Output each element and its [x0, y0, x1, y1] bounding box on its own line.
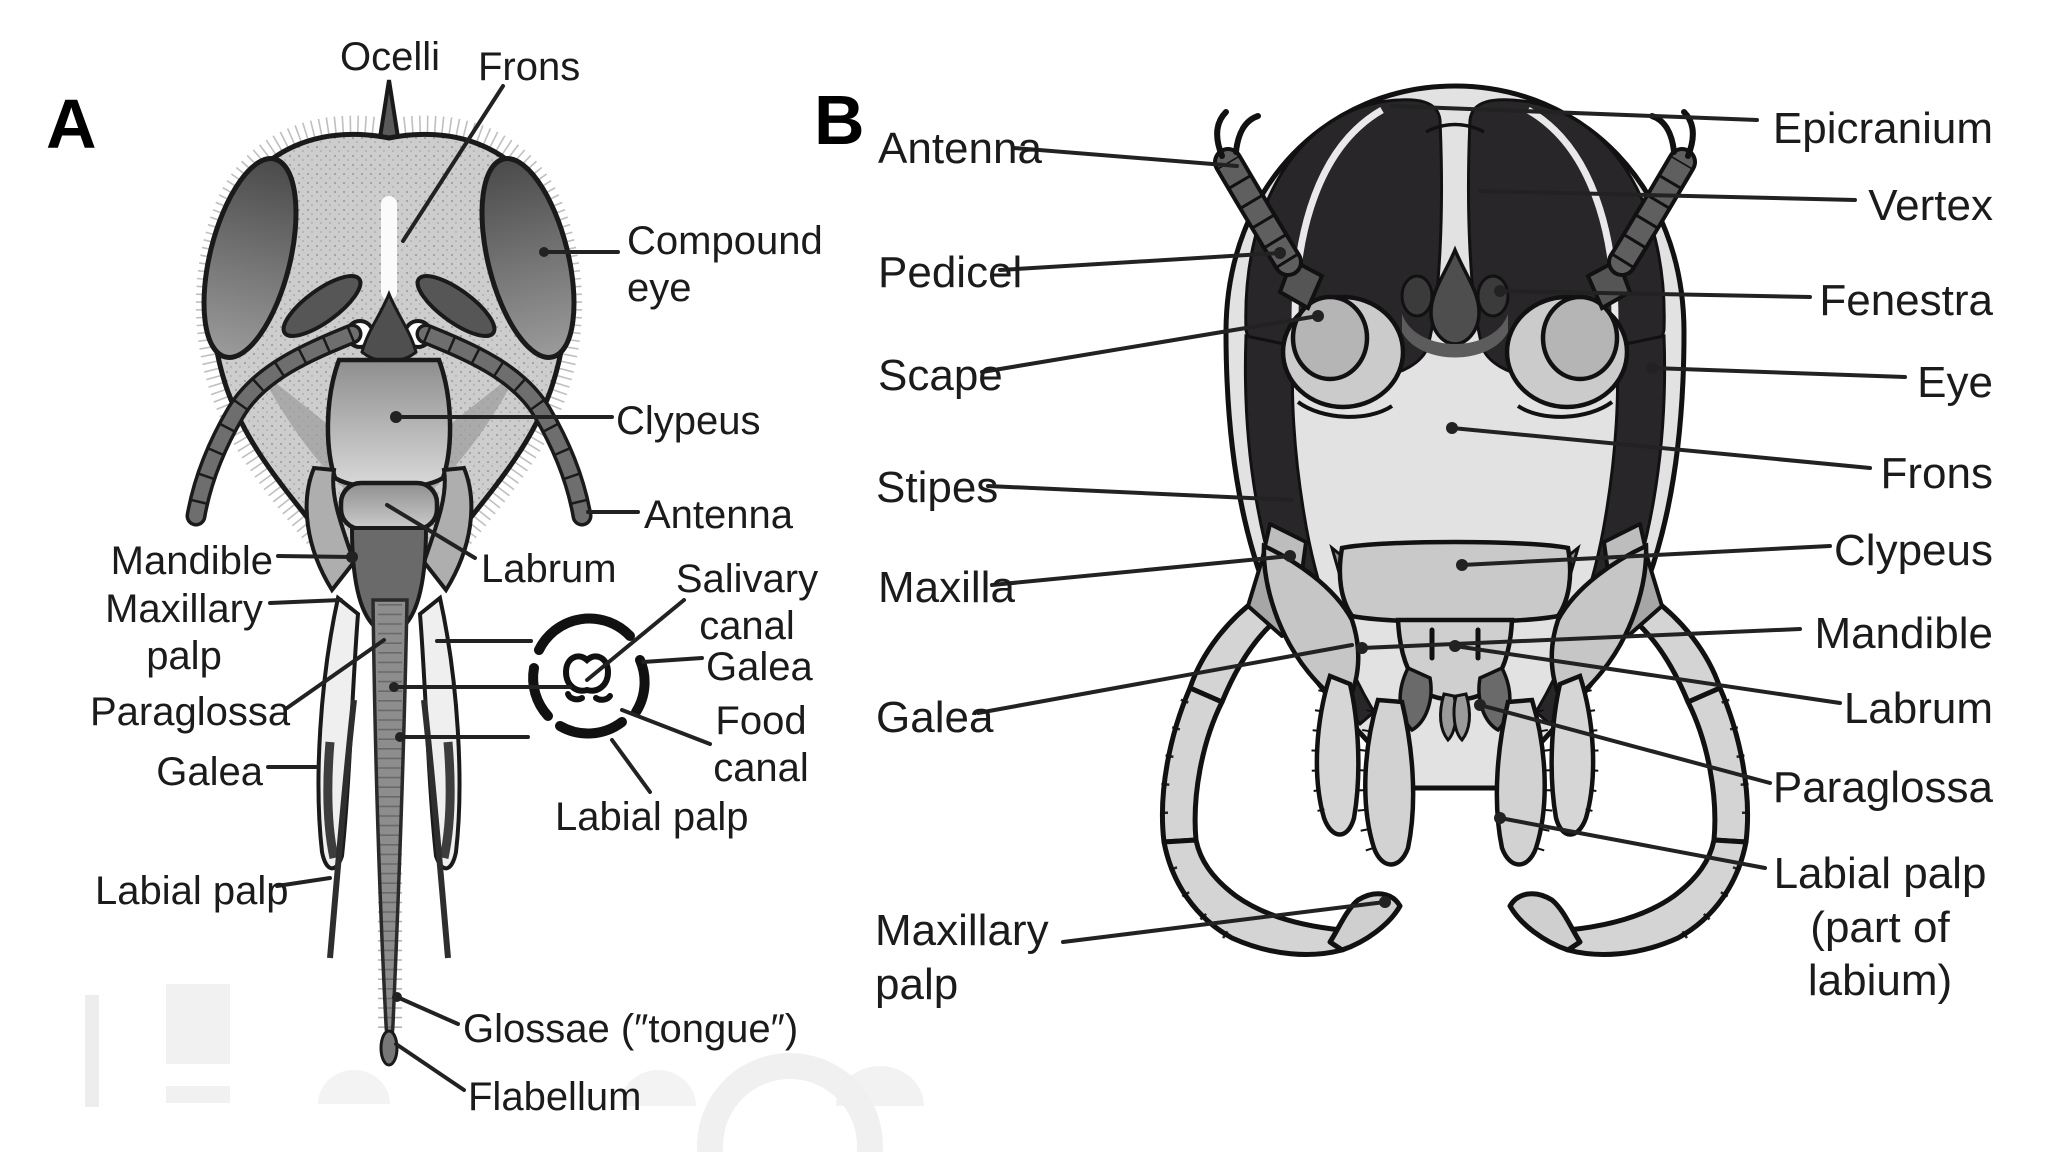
- leader-lines: [266, 84, 1907, 1092]
- galea-dark-tip-right: [439, 741, 455, 859]
- label-a-labrum: Labrum: [481, 547, 617, 591]
- frontal-band: [1402, 314, 1508, 358]
- mandible-left-a: [304, 465, 357, 594]
- limb-spines-left: [1160, 698, 1236, 944]
- label-a-mandible: Mandible: [110, 539, 273, 583]
- label-a-food-canal: Food canal: [713, 699, 809, 791]
- panel-b-letter: B: [814, 81, 865, 159]
- glossa-nub-right: [1452, 692, 1471, 743]
- antenna-flagellum-right: [415, 323, 593, 527]
- label-b-maxillary-palp: Maxillary palp: [875, 906, 1049, 1009]
- vertex-suture: [1425, 122, 1485, 134]
- label-a-antenna: Antenna: [644, 493, 794, 537]
- antenna-right-b: [1504, 109, 1697, 410]
- label-a-galea-left: Galea: [156, 750, 263, 794]
- label-a-flabellum: Flabellum: [468, 1075, 642, 1119]
- fenestra-right: [1476, 274, 1510, 318]
- galea-b-right: [1549, 673, 1596, 837]
- eye-highlight-left: [1291, 106, 1384, 349]
- label-a-clypeus: Clypeus: [616, 399, 761, 443]
- antenna-flagellum-left: [185, 323, 363, 527]
- label-a-paraglossa: Paraglossa: [90, 690, 291, 734]
- gena-shade-left: [258, 368, 348, 492]
- label-b-galea: Galea: [876, 693, 994, 742]
- label-a-maxillary-palp: Maxillary palp: [105, 587, 263, 679]
- galea-dark-tip-left: [323, 741, 339, 859]
- glossa-tongue: [371, 598, 409, 1043]
- mandible-right-a: [421, 465, 474, 594]
- label-b-antenna: Antenna: [878, 124, 1042, 173]
- label-b-frons: Frons: [1880, 449, 1993, 498]
- limb-spines-right: [1674, 698, 1750, 944]
- label-a-salivary-canal: Salivary canal: [675, 557, 819, 649]
- label-b-mandible: Mandible: [1814, 609, 1993, 658]
- maxilla-limb-right: [1507, 595, 1751, 957]
- panel-b-illustration: [1159, 83, 1751, 957]
- scape-left: [281, 274, 363, 338]
- panel-a-letter: A: [46, 85, 97, 163]
- gena-shade-right: [430, 368, 520, 492]
- compound-eye-left: [201, 156, 299, 360]
- socket-lower-arc-right: [1516, 400, 1614, 419]
- compound-eye-right: [479, 156, 577, 360]
- flabellum-tip: [379, 1029, 399, 1067]
- eye-highlight-right: [1526, 106, 1619, 349]
- label-b-pedicel: Pedicel: [878, 248, 1023, 297]
- label-b-stipes: Stipes: [876, 463, 999, 512]
- fenestra-left: [1400, 274, 1434, 318]
- frons-stripe: [381, 196, 397, 300]
- label-a-ocelli: Ocelli: [340, 35, 441, 79]
- label-b-maxilla: Maxilla: [878, 563, 1015, 612]
- label-a-glossae: Glossae (″tongue″): [463, 1007, 799, 1051]
- label-a-labial-palp-left: Labial palp: [95, 869, 289, 913]
- label-a-compound-eye: Compound eye: [627, 219, 823, 311]
- label-b-epicranium: Epicranium: [1772, 104, 1993, 153]
- maxilla-limb-left: [1159, 595, 1403, 957]
- label-b-labial-palp: Labial palp (part of labium): [1773, 849, 1987, 1006]
- label-a-frons: Frons: [478, 45, 581, 89]
- label-a-labial-palp-right: Labial palp: [555, 795, 749, 839]
- label-b-labrum: Labrum: [1843, 684, 1993, 733]
- panel-a-illustration: [185, 79, 650, 1067]
- mouthpart-cross-section: [528, 613, 650, 739]
- scape-right: [415, 274, 497, 338]
- label-b-eye: Eye: [1917, 358, 1993, 407]
- labial-palp-right-a: [421, 699, 451, 959]
- label-a-galea-right: Galea: [706, 645, 813, 689]
- label-b-clypeus: Clypeus: [1834, 526, 1993, 575]
- galea-b-left: [1314, 673, 1361, 837]
- label-b-vertex: Vertex: [1868, 181, 1993, 230]
- label-b-scape: Scape: [878, 351, 1003, 400]
- label-b-fenestra: Fenestra: [1819, 276, 1993, 325]
- clypeus-a: [325, 357, 453, 491]
- labial-palp-b-left: [1363, 697, 1416, 867]
- labial-palp-b-right: [1494, 697, 1547, 867]
- watermark-remnants: [85, 984, 924, 1152]
- paraglossa-right-b: [1477, 665, 1512, 733]
- label-b-paraglossa: Paraglossa: [1772, 763, 1993, 812]
- labial-palp-left-a: [327, 699, 357, 959]
- clypeus-b: [1337, 539, 1573, 625]
- paraglossa-left-b: [1398, 665, 1433, 733]
- socket-lower-arc-left: [1296, 400, 1394, 419]
